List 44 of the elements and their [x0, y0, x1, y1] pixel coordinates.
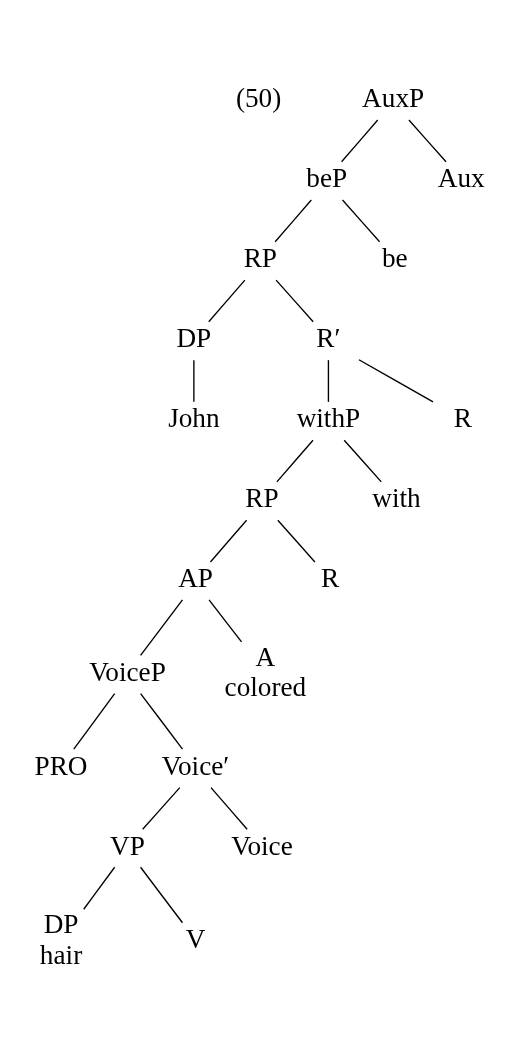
node-text: PRO: [34, 750, 88, 781]
node-text: Voice: [231, 830, 293, 861]
node-text: DP hair: [39, 908, 83, 970]
node-text: RP: [243, 242, 277, 273]
node-text: beP: [306, 162, 348, 193]
connector: [358, 358, 434, 403]
connector: [142, 786, 181, 830]
node-text: be: [381, 242, 408, 273]
connector: [343, 439, 382, 483]
connector: [408, 118, 447, 162]
connector: [277, 519, 316, 563]
connector: [193, 358, 195, 403]
node-text: John: [168, 402, 220, 433]
node-text: R: [453, 402, 473, 433]
connector: [276, 439, 314, 483]
node-text: AuxP: [362, 82, 425, 113]
node-text: Aux: [437, 162, 485, 193]
connector: [83, 866, 116, 910]
connector: [209, 519, 248, 563]
node-text: VoiceP: [89, 656, 166, 687]
connector: [139, 866, 184, 923]
connector: [210, 786, 248, 830]
connector: [327, 358, 330, 403]
connector: [139, 598, 184, 656]
node-text: DP: [176, 322, 212, 353]
node-text: VP: [110, 830, 145, 861]
node-text: Voice′: [161, 750, 230, 781]
connector: [274, 198, 312, 242]
connector: [341, 198, 381, 242]
label: (50): [235, 82, 282, 113]
connector: [340, 118, 379, 162]
node-text: V: [185, 923, 206, 954]
connector: [208, 598, 243, 643]
node-text: A colored: [224, 641, 307, 702]
connector: [275, 278, 314, 322]
connector: [139, 692, 184, 750]
node-text: R: [321, 562, 340, 593]
node-text: withP: [296, 402, 361, 433]
connector: [208, 278, 246, 322]
node-text: R′: [316, 322, 341, 353]
node-text: with: [372, 482, 421, 513]
connector: [73, 692, 116, 750]
node-text: AP: [178, 562, 213, 593]
node-text: RP: [245, 482, 279, 513]
